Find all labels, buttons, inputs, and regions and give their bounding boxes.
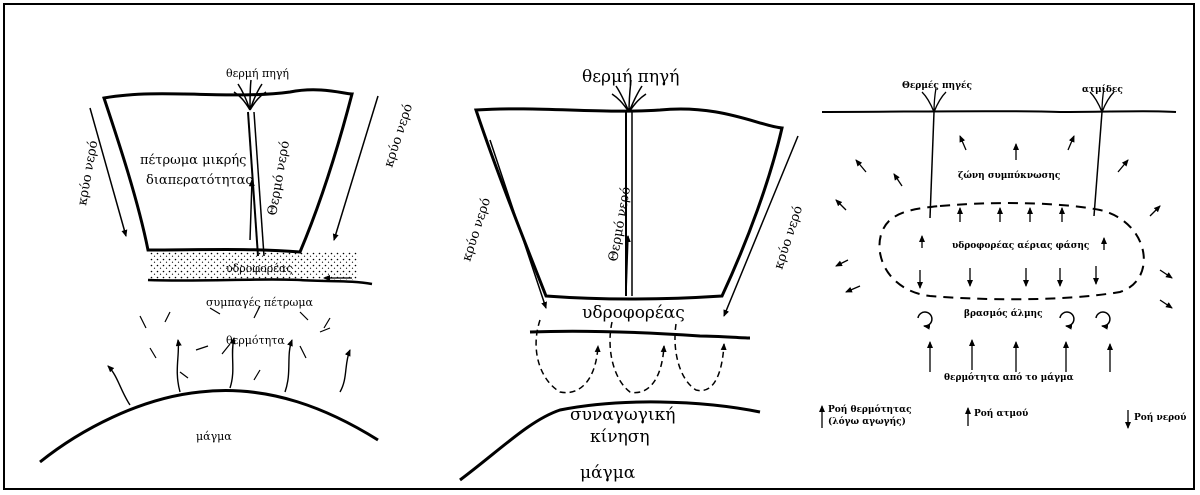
panel-1-cold-water-right-label: κρύο νερό: [382, 102, 417, 169]
arrow-icon: [836, 200, 846, 210]
panel-3-diagram: Θερμές πηγές ατμίδες ζώνη συμπύκνωσης υδ…: [822, 80, 1186, 428]
arrow-icon: [1150, 206, 1160, 216]
panel-1-aquifer-label: υδροφορέας: [226, 262, 292, 275]
panel-3-legend: Ροή θερμότητας (λόγω αγωγής) Ροή ατμού Ρ…: [822, 404, 1186, 428]
panel-1-heat-label: θερμότητα: [226, 334, 285, 347]
panel-3-vapor-zone-boundary: [879, 203, 1143, 299]
panel-2-cold-water-left-label: κρύο νερό: [460, 196, 495, 263]
panel-1-rock-label-line1: πέτρωμα μικρής: [140, 153, 246, 168]
panel-1-cold-water-left-label: κρύο νερό: [75, 139, 101, 207]
panel-2-aquifer-label: υδροφορέας: [582, 303, 685, 323]
arrow-icon: [1068, 136, 1074, 150]
legend-heat-flow-line1: Ροή θερμότητας: [828, 404, 912, 415]
panel-1-rock-label-line2: διαπερατότητας: [146, 173, 253, 188]
panel-3-vapors-label: ατμίδες: [1082, 84, 1123, 95]
panel-2-hot-spring-label: θερμή πηγή: [582, 67, 679, 87]
panel-3-brine-boiling-label: βρασμός άλμης: [964, 308, 1043, 319]
legend-heat-flow-line2: (λόγω αγωγής): [828, 416, 906, 427]
legend-steam-flow: Ροή ατμού: [974, 408, 1028, 419]
arrow-icon: [894, 174, 902, 186]
arrow-icon: [1160, 300, 1172, 308]
arrow-icon: [334, 96, 378, 240]
panel-1-hot-water-label: Θερμό νερό: [265, 140, 293, 217]
panel-2-magma-label: μάγμα: [580, 463, 636, 483]
arrow-icon: [250, 180, 252, 240]
arrow-icon: [856, 160, 866, 172]
panel-3-heat-from-magma-label: θερμότητα από το μάγμα: [944, 372, 1074, 383]
legend-water-flow: Ροή νερού: [1134, 412, 1186, 423]
panel-2-convection-label-line1: συναγωγική: [570, 405, 675, 425]
arrow-icon: [177, 340, 180, 392]
arrow-icon: [490, 140, 546, 308]
arrow-icon: [960, 136, 966, 150]
panel-2-cold-water-right-label: κρύο νερό: [772, 204, 807, 271]
panel-1-magma-surface: [40, 391, 378, 462]
panel-1-heat-arrows: [108, 338, 350, 405]
panel-3-vapor-aquifer-label: υδροφορέας αέριας φάσης: [952, 240, 1089, 251]
arrow-icon: [836, 260, 848, 266]
arrow-icon: [1118, 160, 1128, 172]
panel-2-diagram: θερμή πηγή κρύο νερό κρύο νερό Θερμό νερ…: [460, 67, 807, 483]
arrow-icon: [285, 340, 292, 392]
panel-1-diagram: θερμή πηγή κρύο νερό κρύο νερό πέτρωμα μ…: [40, 67, 416, 462]
panel-3-ground-surface: [822, 111, 1176, 112]
panel-2-hot-water-label: Θερμό νερό: [606, 186, 634, 263]
arrow-icon: [108, 366, 130, 405]
panel-3-hot-springs-label: Θερμές πηγές: [902, 80, 972, 91]
plume-icon: [922, 88, 946, 112]
panel-2-convection-label-line2: κίνηση: [590, 427, 650, 447]
plume-icon: [234, 80, 266, 110]
arrow-icon: [1160, 270, 1172, 278]
panel-1-hot-spring-label: θερμή πηγή: [226, 67, 289, 80]
panel-1-compact-rock-label: συμπαγές πέτρωμα: [206, 296, 314, 309]
panel-3-condensation-zone-label: ζώνη συμπύκνωσης: [958, 170, 1060, 181]
arrow-icon: [340, 350, 350, 392]
panel-1-magma-label: μάγμα: [196, 430, 232, 443]
panel-2-aquifer-line: [530, 331, 750, 338]
panel-1-rock-block: [104, 90, 352, 252]
arrow-icon: [846, 286, 860, 292]
